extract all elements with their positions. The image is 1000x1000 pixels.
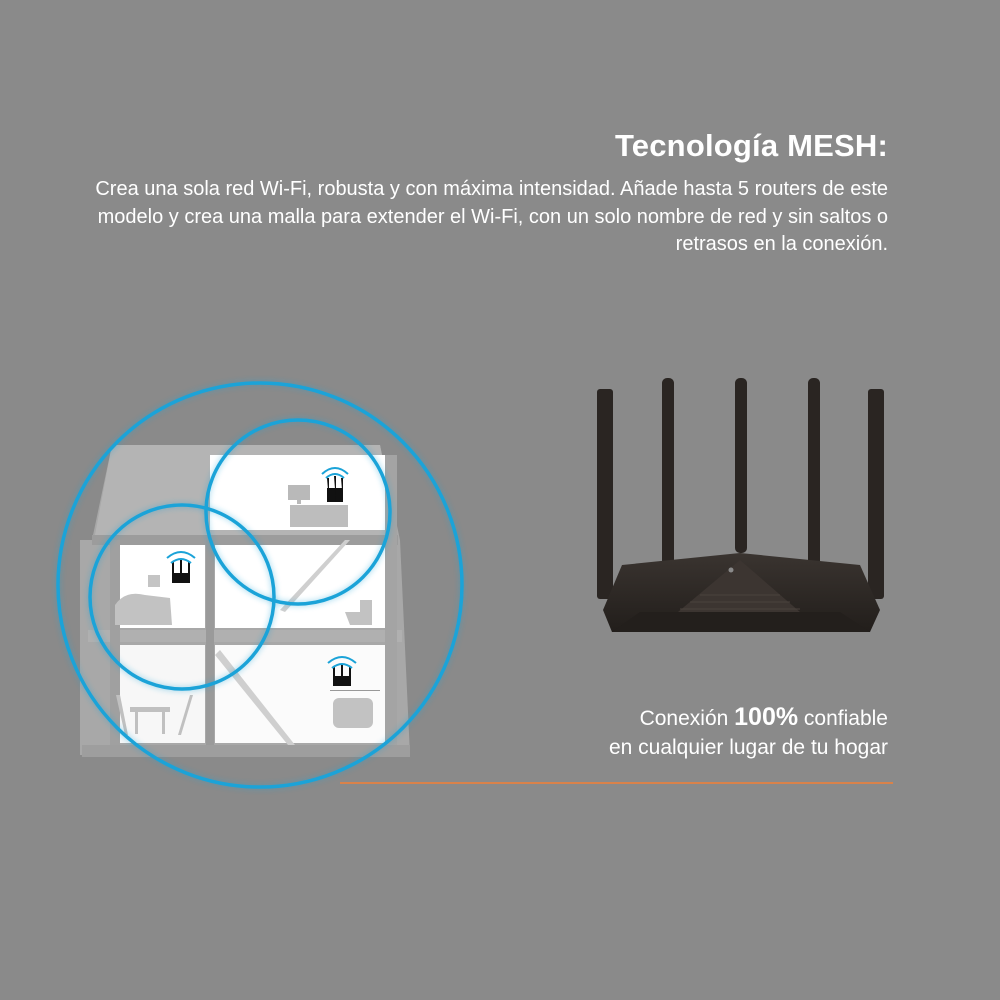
house-icon: [80, 445, 410, 757]
mini-router-bedroom: [166, 551, 196, 583]
page-heading: Tecnología MESH:: [614, 128, 888, 163]
router-product-image: [597, 378, 884, 632]
brand-logo-icon: [728, 567, 734, 573]
description-text: Crea una sola red Wi-Fi, robusta y con m…: [95, 178, 888, 255]
wifi-coverage-rings: [55, 380, 465, 790]
tagline-prefix: Conexión: [639, 707, 735, 730]
accent-divider: [340, 782, 893, 784]
mini-router-office: [321, 467, 349, 502]
tagline-suffix: confiable: [798, 707, 888, 730]
mini-router-living: [327, 656, 380, 691]
tagline-line2: en cualquier lugar de tu hogar: [608, 736, 888, 759]
reliability-tagline: Conexión 100% confiable en cualquier lug…: [609, 703, 888, 762]
tagline-emphasis: 100%: [734, 703, 799, 731]
